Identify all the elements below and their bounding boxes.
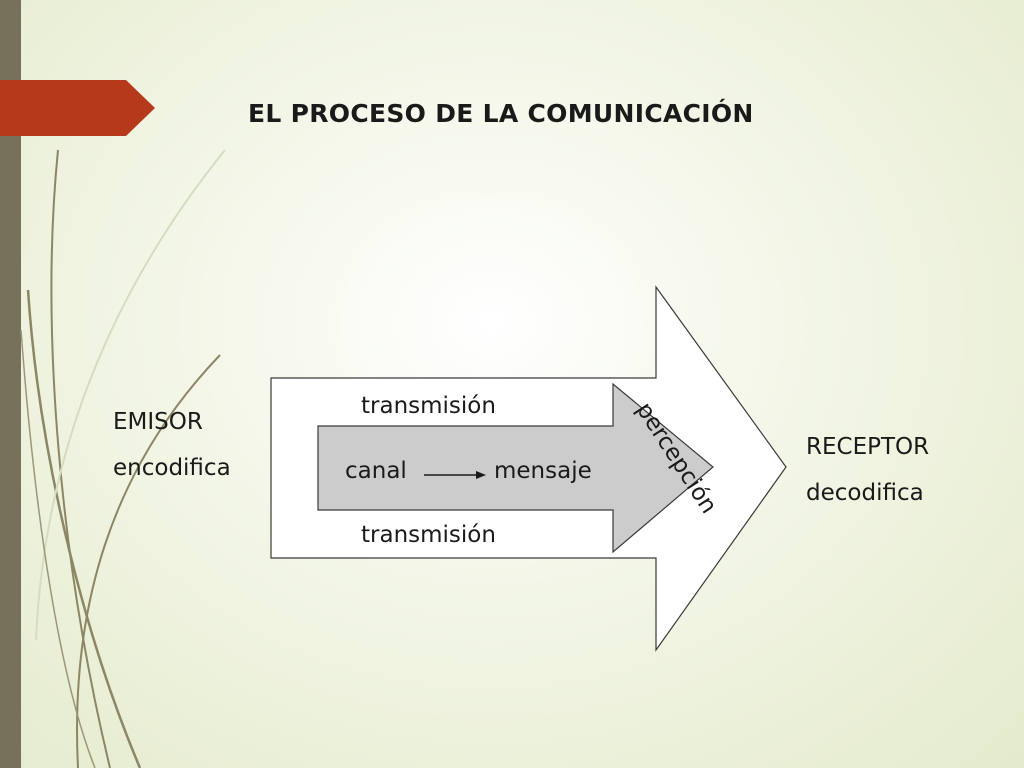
inner-message-arrow (317, 382, 714, 554)
emisor-action-label: encodifica (113, 455, 231, 481)
receptor-label: RECEPTOR (806, 434, 930, 460)
transmission-top-label: transmisión (361, 393, 496, 419)
canal-label: canal (345, 458, 407, 484)
emisor-label: EMISOR (113, 409, 203, 435)
connector-arrowhead (476, 471, 486, 479)
transmission-bottom-label: transmisión (361, 522, 496, 548)
title-accent-tab (0, 80, 155, 136)
decorative-grass-lines (20, 149, 226, 768)
left-accent-bar (0, 0, 21, 768)
receptor-action-label: decodifica (806, 480, 924, 506)
mensaje-label: mensaje (494, 458, 592, 484)
page-title: EL PROCESO DE LA COMUNICACIÓN (248, 99, 754, 128)
